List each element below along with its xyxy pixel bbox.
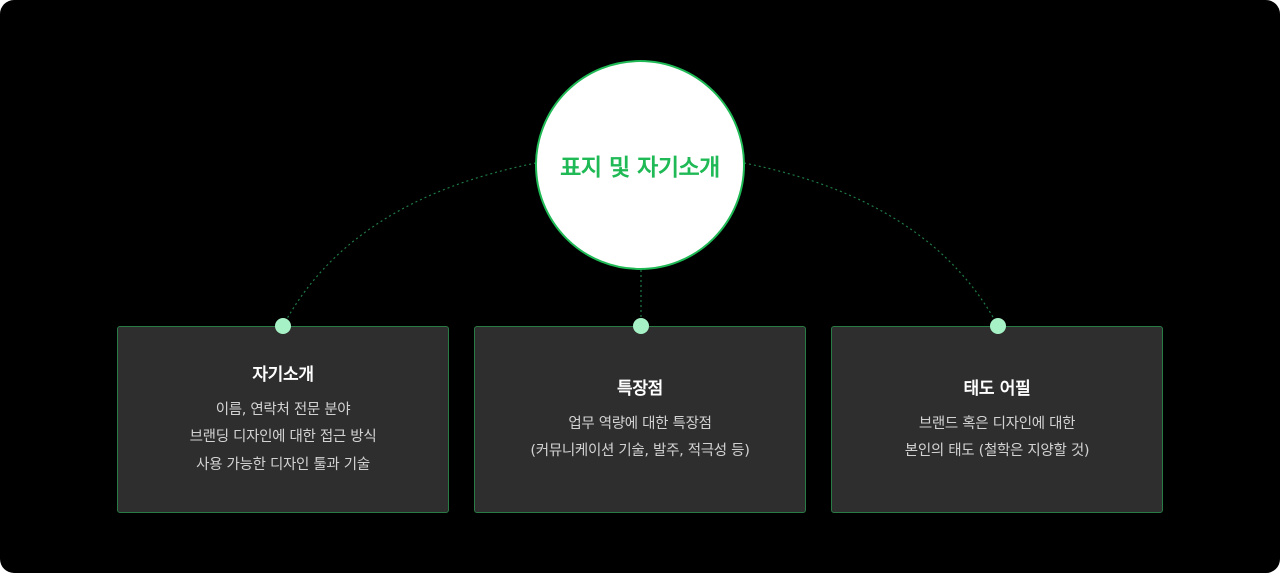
- connector-left: [282, 162, 537, 327]
- connector-dot-right: [990, 318, 1006, 334]
- connector-right: [743, 162, 999, 327]
- card-title: 자기소개: [252, 364, 314, 385]
- card-line: 업무 역량에 대한 특장점: [568, 415, 712, 432]
- card-line: 브랜딩 디자인에 대한 접근 방식: [189, 429, 377, 446]
- card-line: 브랜드 혹은 디자인에 대한: [918, 415, 1076, 432]
- card-title: 태도 어필: [963, 378, 1031, 399]
- card-self-intro: 자기소개 이름, 연락처 전문 분야 브랜딩 디자인에 대한 접근 방식 사용 …: [117, 326, 449, 513]
- card-strengths: 특장점 업무 역량에 대한 특장점 (커뮤니케이션 기술, 발주, 적극성 등): [474, 326, 806, 513]
- connector-dot-middle: [633, 318, 649, 334]
- card-line: (커뮤니케이션 기술, 발주, 적극성 등): [530, 443, 750, 459]
- card-line: 본인의 태도 (철학은 지양할 것): [904, 443, 1090, 459]
- card-line: 이름, 연락처 전문 분야: [215, 401, 351, 418]
- hub-circle: 표지 및 자기소개: [535, 60, 745, 270]
- hub-title: 표지 및 자기소개: [560, 155, 720, 181]
- card-title: 특장점: [616, 378, 664, 399]
- card-line: 사용 가능한 디자인 툴과 기술: [196, 456, 370, 473]
- card-attitude: 태도 어필 브랜드 혹은 디자인에 대한 본인의 태도 (철학은 지양할 것): [831, 326, 1163, 513]
- connector-dot-left: [275, 318, 291, 334]
